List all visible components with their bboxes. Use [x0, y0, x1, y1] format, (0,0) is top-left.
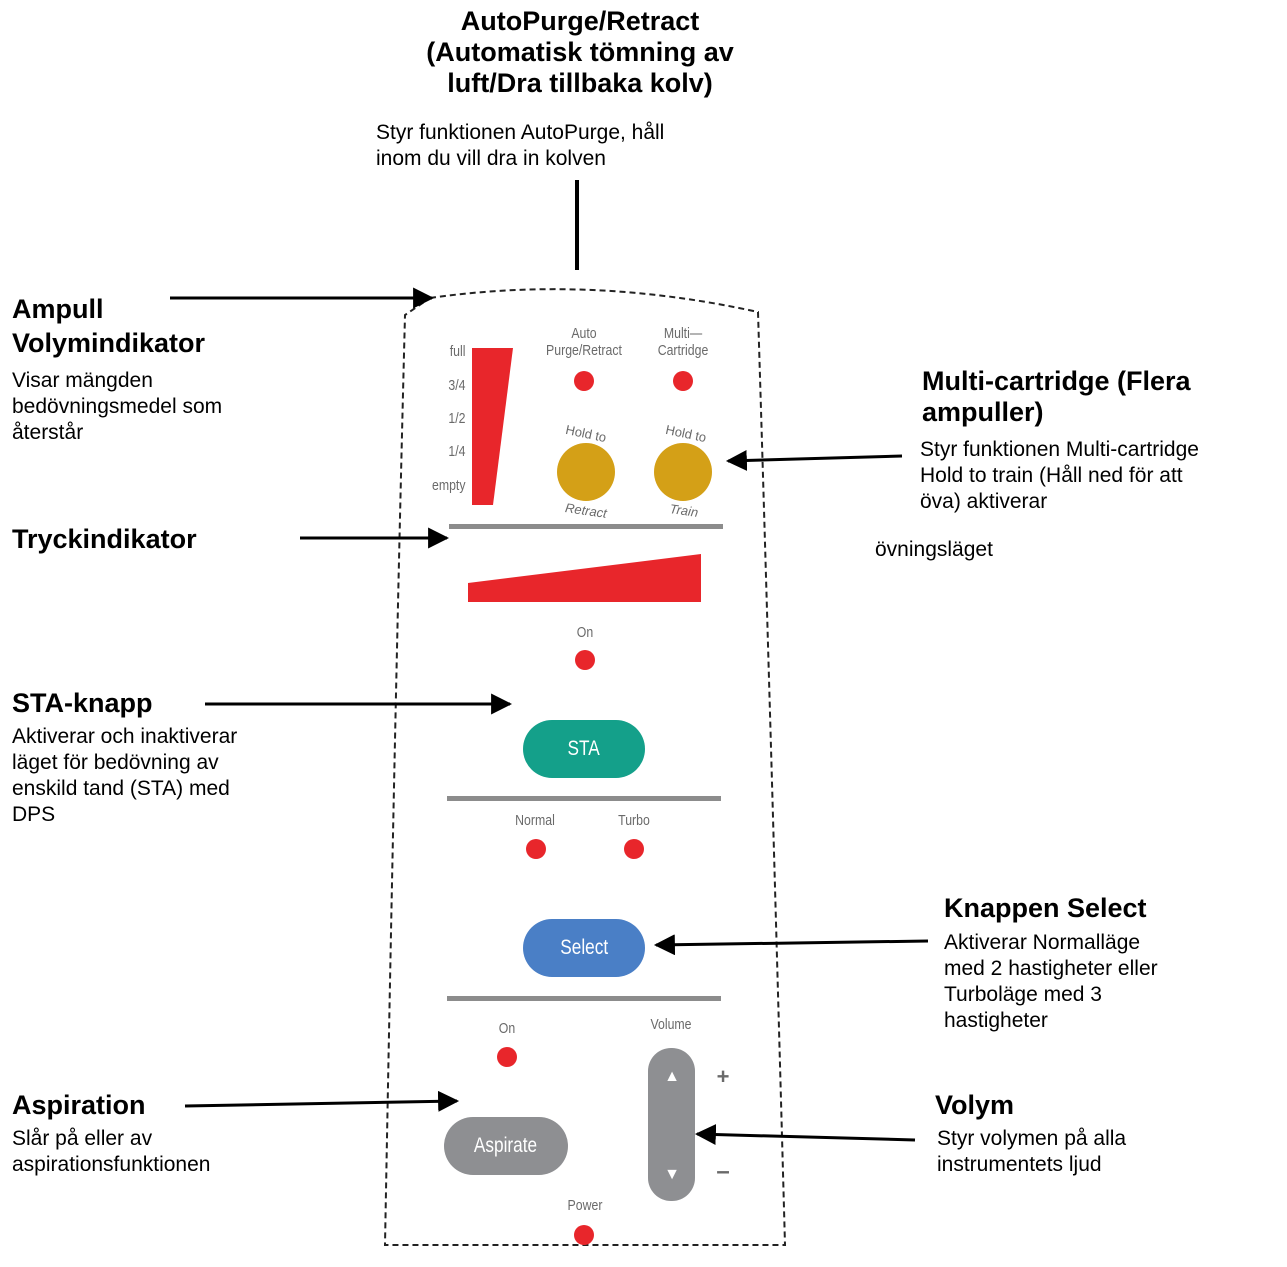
tryck-title: Tryckindikator: [12, 524, 197, 554]
aspirate-on-label: On: [498, 1020, 516, 1037]
power-label: Power: [567, 1197, 603, 1214]
volym-description: Styr volymen på alla instrumentets ljud: [937, 1127, 1127, 1176]
pressure-on-label: On: [576, 624, 594, 641]
autopurge-led: [574, 371, 594, 391]
aspirate-button-label: Aspirate: [474, 1134, 538, 1157]
select-description: Aktiverar Normalläge med 2 hastigheter e…: [944, 931, 1158, 1032]
autopurge-title: AutoPurge/Retract (Automatisk tömning av…: [426, 6, 734, 98]
aspiration-title: Aspiration: [12, 1090, 146, 1120]
volym-arrow: [694, 1124, 916, 1146]
power-led: [574, 1225, 594, 1245]
sta-title: STA-knapp: [12, 688, 153, 718]
normal-label: Normal: [515, 812, 555, 829]
ampull-description: Visar mängden bedövningsmedel som återst…: [12, 369, 223, 444]
multicartridge-label: Multi— Cartridge: [657, 325, 709, 359]
volume-down-icon[interactable]: ▼: [664, 1166, 680, 1183]
volume-level-3-4: 3/4: [448, 377, 466, 394]
select-button-label: Select: [560, 936, 608, 959]
retract-button[interactable]: [557, 443, 615, 501]
aspiration-arrow: [184, 1090, 460, 1112]
volume-level-full: full: [449, 343, 466, 360]
select-button[interactable]: Select: [523, 919, 645, 977]
multicartridge-led: [673, 371, 693, 391]
volume-level-1-4: 1/4: [448, 443, 466, 460]
divider-2: [447, 796, 721, 801]
volume-level-1-2: 1/2: [448, 410, 466, 427]
cartridge-volume-bar: [472, 348, 513, 505]
multi-title: Multi-cartridge (Flera ampuller): [922, 366, 1191, 427]
volume-up-icon[interactable]: ▲: [664, 1068, 680, 1085]
multi-description-tail: övningsläget: [875, 538, 993, 561]
train-button[interactable]: [654, 443, 712, 501]
sta-button[interactable]: STA: [523, 720, 645, 778]
multi-description: Styr funktionen Multi-cartridge Hold to …: [920, 438, 1199, 513]
turbo-led: [624, 839, 644, 859]
pressure-indicator-bar: [468, 554, 701, 602]
volume-rocker[interactable]: [648, 1048, 695, 1201]
aspirate-on-led: [497, 1047, 517, 1067]
turbo-label: Turbo: [618, 812, 650, 829]
pressure-on-led: [575, 650, 595, 670]
normal-led: [526, 839, 546, 859]
volume-minus-sign: –: [716, 1158, 730, 1185]
aspiration-description: Slår på eller av aspirationsfunktionen: [12, 1127, 211, 1176]
volume-plus-sign: +: [716, 1064, 730, 1089]
volume-label: Volume: [650, 1016, 692, 1033]
autopurge-label: Auto Purge/Retract: [546, 325, 622, 359]
sta-description: Aktiverar och inaktiverar läget för bedö…: [12, 725, 238, 826]
ampull-title: Ampull Volymindikator: [12, 294, 206, 358]
select-arrow: [653, 934, 929, 956]
select-title: Knappen Select: [944, 893, 1147, 923]
divider-1: [449, 524, 723, 529]
volym-title: Volym: [935, 1090, 1015, 1120]
sta-button-label: STA: [567, 737, 601, 760]
volume-level-empty: empty: [431, 477, 466, 494]
aspirate-button[interactable]: Aspirate: [444, 1117, 568, 1175]
autopurge-description: Styr funktionen AutoPurge, håll inom du …: [376, 121, 665, 170]
multi-arrow: [725, 449, 903, 471]
divider-3: [447, 996, 721, 1001]
